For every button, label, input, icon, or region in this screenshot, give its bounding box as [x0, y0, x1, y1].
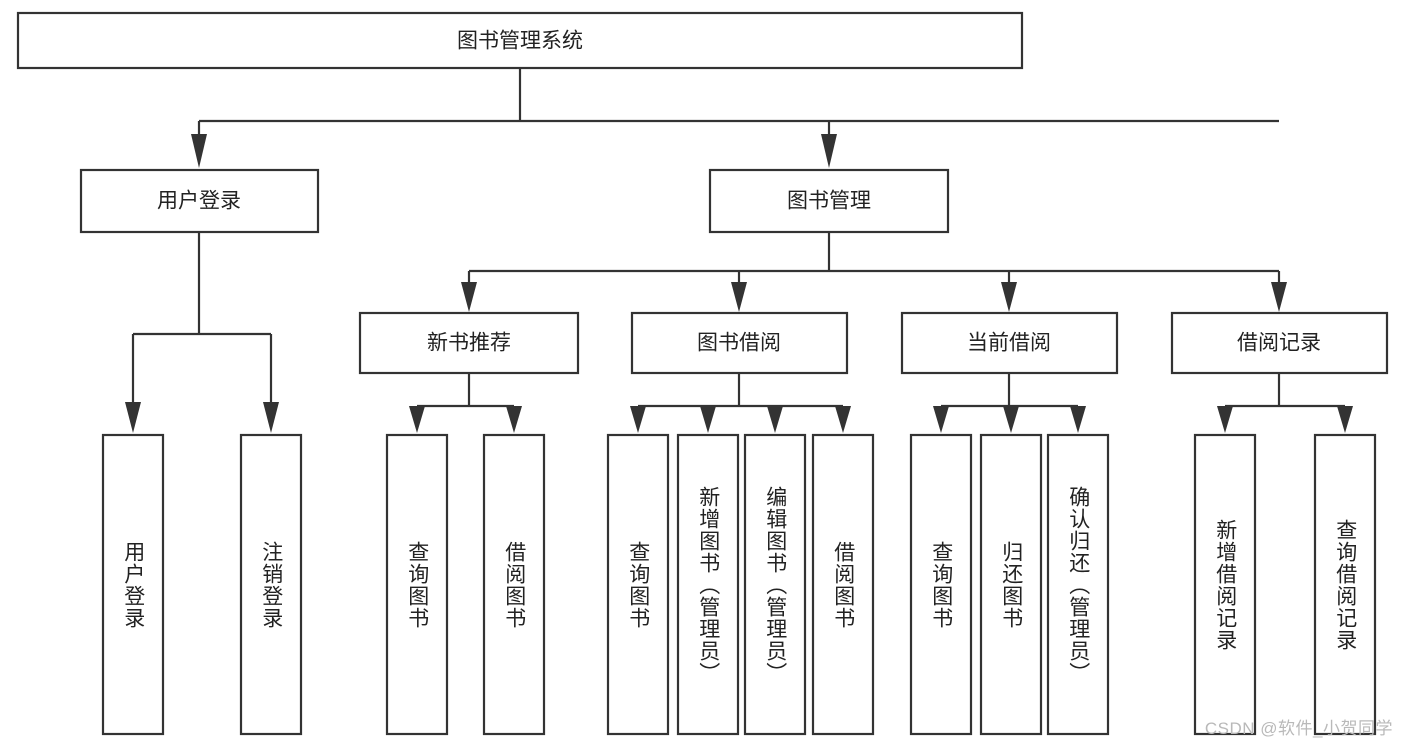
node-leaf-borrow-book-1[interactable] [482, 433, 546, 736]
node-leaf-query-borrow-record[interactable] [1313, 433, 1377, 736]
node-leaf-borrow-book-2[interactable] [811, 433, 875, 736]
node-user-login[interactable] [79, 168, 320, 234]
node-leaf-return-book[interactable] [979, 433, 1043, 736]
node-book-borrow-label: 图书借阅 [697, 332, 781, 355]
connector-newbook-to-leaves [409, 373, 522, 433]
connector-root-to-level2 [191, 68, 1279, 168]
node-leaf-query-book-1[interactable] [385, 433, 449, 736]
node-book-manage-label: 图书管理 [787, 190, 871, 213]
node-current-borrow[interactable] [900, 311, 1119, 375]
node-borrow-record-label: 借阅记录 [1237, 332, 1321, 355]
connector-userlogin-to-leaves [125, 232, 279, 433]
node-new-book-recommend[interactable] [358, 311, 580, 375]
node-leaf-add-book[interactable] [676, 433, 740, 736]
connector-bookborrow-to-leaves [630, 373, 851, 433]
node-book-manage[interactable] [708, 168, 950, 234]
node-leaf-query-book-2[interactable] [606, 433, 670, 736]
connector-borrowrecord-to-leaves [1217, 373, 1353, 433]
node-root-label: 图书管理系统 [457, 30, 583, 53]
node-user-login-label: 用户登录 [157, 190, 241, 213]
node-leaf-add-borrow-record[interactable] [1193, 433, 1257, 736]
connector-currentborrow-to-leaves [933, 373, 1086, 433]
node-leaf-confirm-return[interactable] [1046, 433, 1110, 736]
node-book-borrow[interactable] [630, 311, 849, 375]
node-borrow-record[interactable] [1170, 311, 1389, 375]
connector-bookmanage-to-level3 [461, 232, 1287, 312]
node-leaf-edit-book[interactable] [743, 433, 807, 736]
node-root[interactable] [16, 11, 1024, 70]
node-leaf-query-book-3[interactable] [909, 433, 973, 736]
node-leaf-logout-login[interactable] [239, 433, 303, 736]
node-leaf-user-login[interactable] [101, 433, 165, 736]
node-new-book-recommend-label: 新书推荐 [427, 332, 511, 355]
csdn-watermark: CSDN @软件_小贺同学 [1204, 719, 1393, 738]
node-current-borrow-label: 当前借阅 [967, 332, 1051, 355]
